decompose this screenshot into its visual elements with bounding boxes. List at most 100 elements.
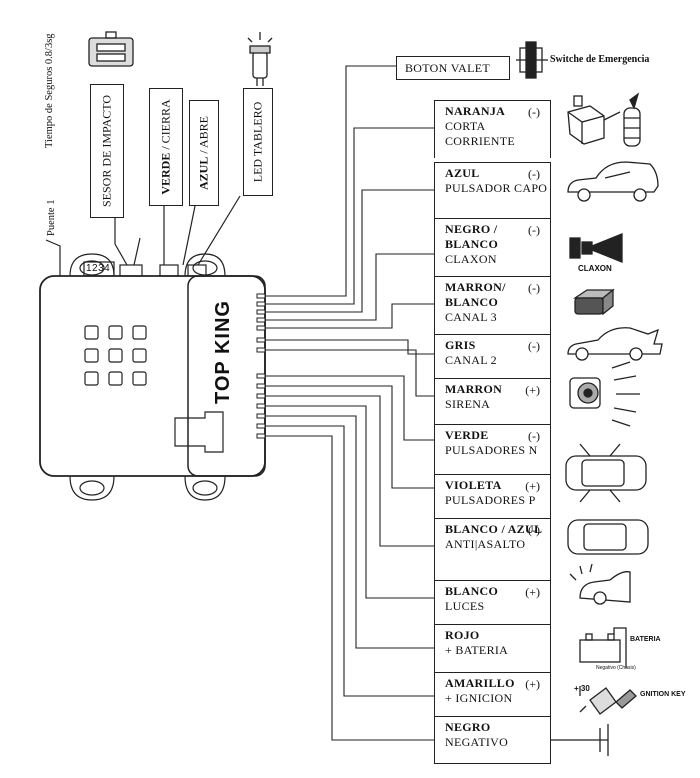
led-bulb-icon	[247, 32, 273, 86]
brand-logo: TOP KING	[212, 300, 234, 404]
bateria-text: BATERIA	[630, 636, 661, 643]
wire-polarity: (+)	[525, 479, 540, 493]
wire-box-negro-blanco: NEGRO / BLANCO(-)CLAXON	[434, 218, 551, 276]
switch-label: Switche de Emergencia	[550, 54, 650, 65]
car-hood-icon	[567, 161, 659, 202]
siren-icon	[569, 361, 640, 427]
wire-polarity: (-)	[528, 167, 540, 181]
wire-box-marron: MARRON (+) SIRENA	[434, 378, 551, 424]
wire-line	[265, 395, 434, 547]
wire-description: CLAXON	[445, 252, 497, 266]
connector-pin	[256, 317, 266, 323]
wire-polarity: (+)	[525, 677, 540, 691]
lock-actuator-icon	[88, 31, 134, 67]
connector-pin	[256, 423, 266, 429]
verde-cierra-label: VERDE / CIERRA	[158, 99, 173, 195]
led-tablero-label: LED TABLERO	[250, 101, 265, 183]
wire-name: AMARILLO	[445, 676, 515, 690]
ignition-key-icon	[579, 686, 637, 715]
wire-line	[265, 425, 434, 697]
connector-pin	[256, 403, 266, 409]
wire-name: NEGRO / BLANCO	[445, 222, 499, 251]
wire-box-rojo: ROJO+ BATERIA	[434, 624, 551, 672]
keypad-square	[84, 371, 99, 386]
wire-line	[265, 253, 434, 321]
car-lights-icon	[569, 563, 631, 605]
wire-polarity: (-)	[528, 281, 540, 295]
connector-pin	[256, 433, 266, 439]
verde-cierra-box: VERDE / CIERRA	[149, 88, 183, 206]
wire-name: VERDE	[445, 428, 489, 442]
ground-icon	[551, 724, 609, 756]
wire-box-blanco-azul: BLANCO / AZUL(-)ANTI|ASALTO	[434, 518, 551, 580]
wire-description: PULSADOR CAPO	[445, 181, 548, 195]
wire-box-azul: AZUL (-)PULSADOR CAPO	[434, 162, 551, 218]
wire-polarity: (-)	[528, 339, 540, 353]
seguros-label: Tiempo de Seguros 0.8/3sg	[44, 33, 55, 148]
wire-line	[265, 415, 434, 649]
connector-pin	[256, 337, 266, 343]
switch-icon	[516, 41, 548, 79]
wire-description: PULSADORES N	[445, 443, 538, 457]
plus30-text: + 30	[574, 684, 590, 693]
wire-name: VIOLETA	[445, 478, 502, 492]
wire-line	[265, 65, 396, 297]
led-tablero-box: LED TABLERO	[243, 88, 273, 196]
wire-name: AZUL	[445, 166, 480, 180]
wire-line	[265, 385, 434, 489]
horn-icon	[569, 233, 623, 263]
wire-description: NEGATIVO	[445, 735, 509, 749]
keypad-square	[108, 325, 123, 340]
wire-name: BLANCO	[445, 584, 499, 598]
wire-description: SIRENA	[445, 397, 491, 411]
connector-pin	[256, 301, 266, 307]
keypad-square	[84, 325, 99, 340]
sensor-impacto-box: SESOR DE IMPACTO	[90, 84, 124, 218]
connector-numbers: 1234	[86, 263, 111, 274]
wire-polarity: (-)	[528, 523, 540, 537]
wire-line	[265, 435, 434, 741]
keypad-square	[132, 348, 147, 363]
wire-name: GRIS	[445, 338, 476, 352]
wire-line	[265, 303, 434, 329]
keypad-square	[132, 325, 147, 340]
wire-description: CANAL 3	[445, 310, 497, 324]
wire-polarity: (-)	[528, 429, 540, 443]
connector-pin	[256, 393, 266, 399]
wire-box-blanco: BLANCO(+)LUCES	[434, 580, 551, 624]
wire-description: PULSADORES P	[445, 493, 536, 507]
wire-polarity: (+)	[525, 585, 540, 599]
wire-description: + BATERIA	[445, 643, 509, 657]
wire-description: CORTA CORRIENTE	[445, 119, 516, 148]
azul-abre-label: AZUL / ABRE	[196, 115, 211, 191]
wire-box-naranja: NARANJA(-)CORTA CORRIENTE	[434, 100, 551, 158]
keypad-square	[132, 371, 147, 386]
wire-line	[265, 127, 434, 305]
sedan-trunk-icon	[567, 327, 663, 361]
wire-box-amarillo: AMARILLO (+) + IGNICION	[434, 672, 551, 716]
wire-line	[265, 375, 434, 441]
wire-description: + IGNICION	[445, 691, 513, 705]
keypad-square	[108, 371, 123, 386]
car-topview-icon	[567, 519, 649, 555]
claxon-text: CLAXON	[578, 264, 612, 273]
wire-name: BLANCO / AZUL	[445, 522, 543, 536]
wire-name: NARANJA	[445, 104, 506, 118]
wire-name: MARRON	[445, 382, 503, 396]
wire-line	[265, 405, 434, 599]
wire-name: NEGRO	[445, 720, 491, 734]
wire-name: MARRON/ BLANCO	[445, 280, 506, 309]
wire-polarity: (+)	[525, 383, 540, 397]
negativo-text: Negativo (Chasis)	[596, 665, 636, 671]
wire-line	[265, 349, 434, 397]
connector-pin	[256, 325, 266, 331]
relay-coil-icon	[567, 92, 641, 147]
boton-valet-box: BOTON VALET	[396, 56, 510, 80]
wire-box-gris: GRIS(-)CANAL 2	[434, 334, 551, 378]
sensor-impacto-label: SESOR DE IMPACTO	[99, 94, 114, 208]
connector-pin	[256, 413, 266, 419]
keypad-square	[108, 348, 123, 363]
module-box-icon	[572, 288, 615, 316]
